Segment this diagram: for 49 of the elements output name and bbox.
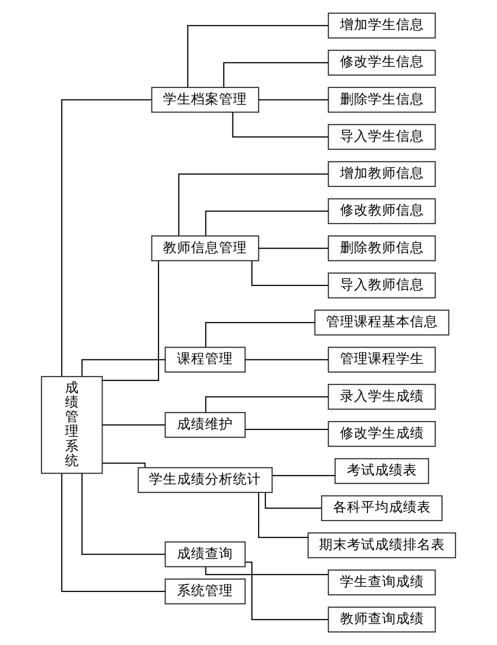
- connector: [258, 248, 328, 249]
- connector: [61, 99, 152, 376]
- node-box: 课程管理: [164, 346, 246, 373]
- connector: [251, 260, 328, 286]
- node-box: 导入教师信息: [328, 272, 436, 298]
- node-box: 增加学生信息: [328, 12, 436, 38]
- connector: [245, 562, 328, 620]
- connector: [205, 396, 328, 412]
- node-box: 修改学生信息: [328, 50, 436, 76]
- node-box: 导入学生信息: [328, 124, 436, 150]
- connector: [264, 492, 322, 509]
- node-box: 管理课程学生: [328, 346, 436, 373]
- connector: [187, 24, 328, 88]
- node-box: 学生查询成绩: [328, 569, 436, 596]
- connector: [205, 322, 315, 348]
- node-box: 考试成绩表: [334, 458, 430, 484]
- connector: [102, 260, 160, 381]
- connector: [223, 62, 328, 88]
- connector: [81, 359, 166, 376]
- node-box: 教师查询成绩: [328, 606, 436, 632]
- connector: [81, 473, 166, 555]
- connector: [272, 474, 336, 476]
- connector: [205, 210, 328, 236]
- node-box: 成绩维护: [164, 412, 246, 438]
- node-box: 系统管理: [164, 578, 246, 604]
- node-box: 成绩查询: [164, 541, 246, 568]
- node-box: 录入学生成绩: [328, 384, 436, 410]
- node-box: 删除学生信息: [328, 86, 436, 113]
- node-box: 增加教师信息: [328, 161, 436, 187]
- node-box: 修改学生成绩: [328, 420, 436, 447]
- connector: [245, 428, 328, 430]
- node-box: 修改教师信息: [328, 198, 436, 224]
- node-box: 学生成绩分析统计: [138, 467, 273, 493]
- node-box: 各科平均成绩表: [321, 495, 443, 522]
- connector: [102, 424, 166, 426]
- connector: [178, 173, 328, 236]
- node-box: 成绩管理系统: [40, 376, 103, 474]
- connector: [258, 99, 328, 100]
- connector: [245, 359, 328, 360]
- node-box: 删除教师信息: [328, 235, 436, 262]
- connector: [102, 462, 146, 468]
- connector: [61, 473, 166, 592]
- connector: [232, 112, 328, 138]
- node-box: 管理课程基本信息: [314, 310, 450, 336]
- node-box: 期末考试成绩排名表: [308, 532, 456, 558]
- connector: [205, 566, 328, 576]
- node-box: 学生档案管理: [151, 86, 260, 113]
- connector: [258, 492, 308, 538]
- node-box: 教师信息管理: [151, 235, 260, 262]
